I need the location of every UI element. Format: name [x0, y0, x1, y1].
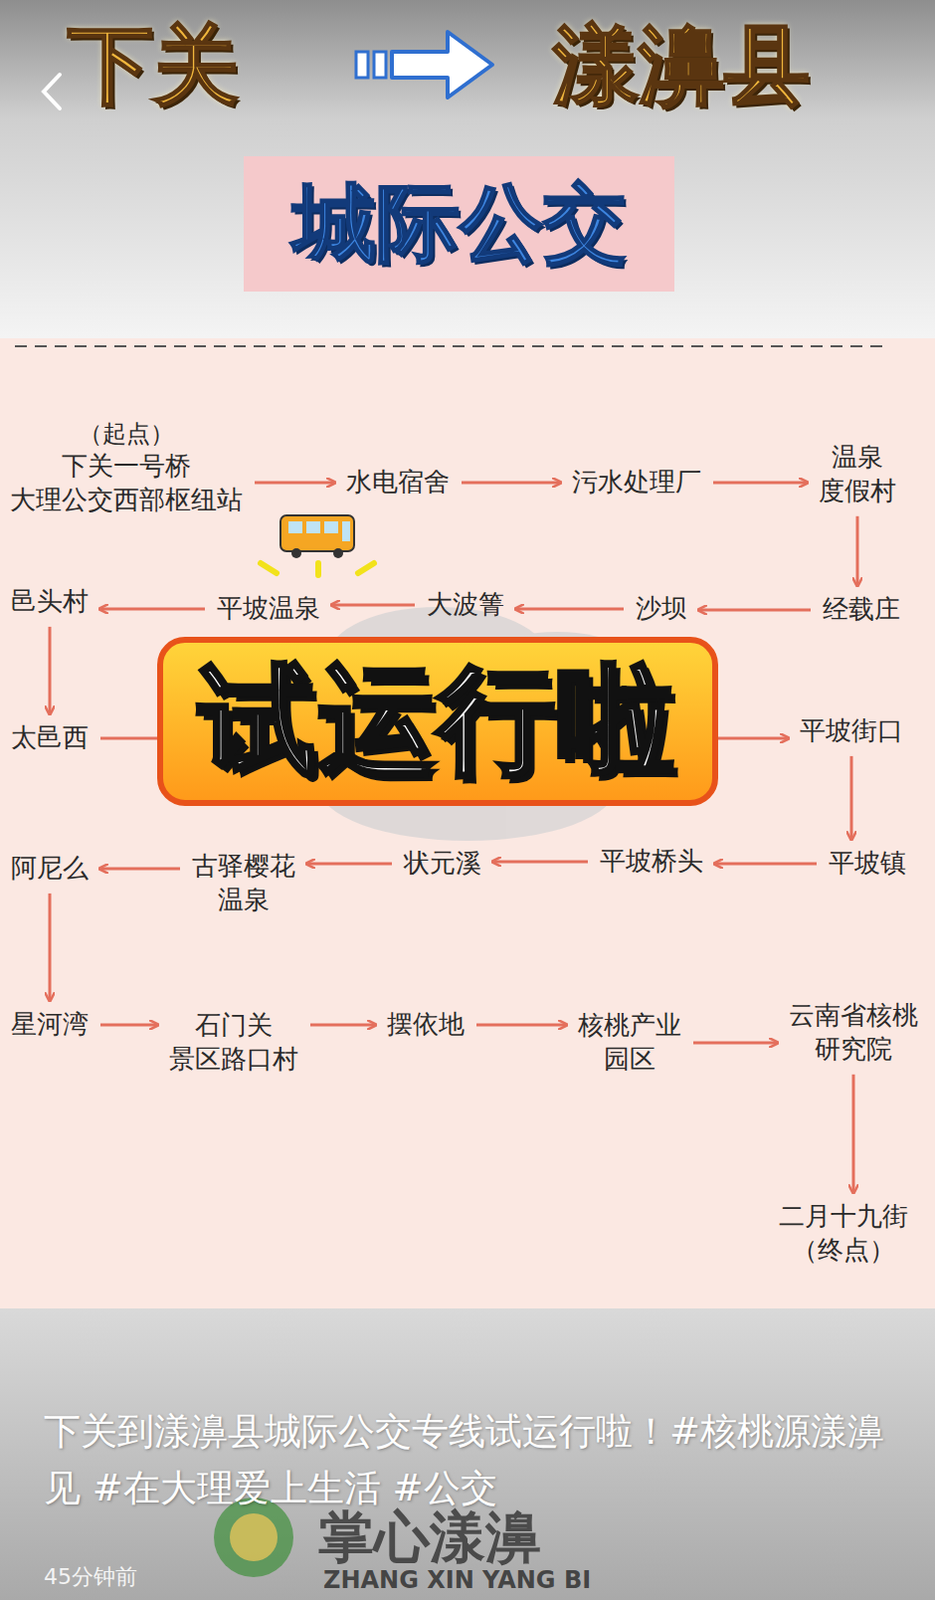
stop-node: （起点）下关一号桥 大理公交西部枢纽站 [5, 418, 247, 518]
footer-band [0, 1308, 935, 1600]
back-chevron [43, 74, 60, 109]
stop-name: 太邑西 [10, 721, 89, 755]
stop-name: 平坡街口 [799, 714, 904, 748]
stop-name: 阿尼么 [10, 851, 89, 886]
timestamp: 45分钟前 [43, 1561, 138, 1592]
stop-name: 温泉 度假村 [818, 440, 897, 509]
stop-node: 古驿樱花 温泉 [187, 849, 300, 918]
stop-node: 平坡镇 [824, 846, 911, 881]
stop-name: 云南省核桃 研究院 [788, 998, 919, 1067]
stop-node: 状元溪 [399, 846, 486, 881]
stop-node: 核桃产业 园区 [573, 1008, 686, 1077]
route-arrow [699, 607, 811, 611]
stop-name: 平坡桥头 [599, 844, 704, 879]
route-arrow [493, 859, 588, 863]
stop-node: 温泉 度假村 [814, 440, 901, 509]
stop-node: 水电宿舍 [342, 465, 454, 500]
stop-name: 水电宿舍 [346, 465, 450, 500]
dashed-rule [14, 345, 886, 348]
stop-node: 云南省核桃 研究院 [784, 998, 923, 1067]
stop-node: 污水处理厂 [567, 465, 706, 500]
route-arrow [713, 480, 807, 484]
header-word: 下关 [67, 7, 239, 125]
route-arrow [254, 480, 335, 484]
route-arrow [48, 626, 52, 714]
stop-name: 星河湾 [10, 1007, 89, 1042]
route-arrow [715, 861, 817, 865]
stop-name: 邑头村 [10, 584, 89, 619]
route-arrow [100, 866, 181, 870]
route-arrow [332, 602, 415, 606]
header-band [0, 0, 935, 339]
stop-name: 平坡镇 [828, 846, 907, 881]
route-arrow [48, 893, 52, 1000]
stop-node: 经载庄 [818, 592, 905, 627]
stop-name: 核桃产业 园区 [577, 1008, 682, 1077]
stop-name: 大波箐 [426, 587, 505, 622]
stop-node: 邑头村 [6, 584, 93, 619]
bus-icon [260, 515, 374, 575]
stop-name: 下关一号桥 大理公交西部枢纽站 [9, 449, 243, 518]
stop-node: 二月十九街（终点） [774, 1199, 913, 1268]
title-text: 城际公交 [292, 167, 627, 281]
sticker-badge: 试运行啦 [157, 636, 719, 806]
route-arrow [307, 861, 392, 865]
stop-name: 沙坝 [635, 591, 688, 626]
stop-node: 石门关 景区路口村 [165, 1008, 303, 1077]
stop-name: 摆依地 [386, 1007, 465, 1042]
stop-node: 星河湾 [6, 1007, 93, 1042]
stop-node: 摆依地 [382, 1007, 469, 1042]
stop-node: 阿尼么 [6, 851, 93, 886]
stop-node: 平坡温泉 [212, 591, 325, 626]
stop-node: 沙坝 [631, 591, 692, 626]
route-arrow [100, 1022, 158, 1026]
route-arrow [310, 1022, 375, 1026]
route-arrow [476, 1022, 566, 1026]
route-arrow [100, 606, 205, 610]
stop-name: 污水处理厂 [571, 465, 702, 500]
route-arrow [856, 516, 860, 585]
title-panel: 城际公交 [243, 156, 675, 292]
route-arrow [693, 1041, 777, 1045]
diagram-ground [0, 338, 935, 1309]
stop-name: 状元溪 [403, 846, 482, 881]
route-arrow [850, 755, 854, 839]
stop-name: 二月十九街 [778, 1199, 909, 1234]
watermark: 掌心漾濞 [318, 1499, 542, 1576]
route-arrow [516, 606, 624, 610]
stop-name: 古驿樱花 温泉 [191, 849, 296, 918]
header-arrow [356, 31, 493, 98]
stop-name: （终点） [791, 1233, 896, 1268]
sticker-text: 试运行啦 [198, 641, 677, 801]
header-word: 漾濞县 [553, 7, 810, 125]
caption-text: 下关到漾濞县城际公交专线试运行啦！#核桃源漾濞见 #在大理爱上生活 #公交 [43, 1402, 890, 1517]
stop-name: （起点） [78, 418, 175, 450]
stop-name: 石门关 景区路口村 [169, 1008, 299, 1077]
stop-node: 大波箐 [422, 587, 509, 622]
route-arrow [461, 480, 561, 484]
route-arrow [852, 1074, 856, 1192]
stop-node: 太邑西 [6, 721, 93, 755]
stop-name: 平坡温泉 [216, 591, 321, 626]
stop-name: 经载庄 [822, 592, 901, 627]
stop-node: 平坡街口 [795, 714, 908, 748]
stop-node: 平坡桥头 [595, 844, 708, 879]
watermark: ZHANG XIN YANG BI [323, 1565, 591, 1594]
